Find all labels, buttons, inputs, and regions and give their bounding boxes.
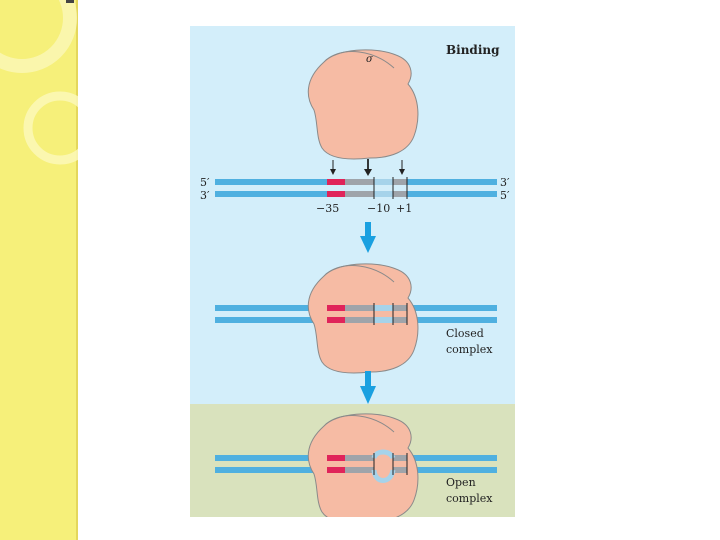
- dna-duplex-binding: [215, 177, 497, 199]
- strand-end-top-left: 5′: [200, 176, 210, 189]
- promoter-regions-open: [327, 449, 408, 483]
- promoter-regions-closed: [327, 303, 408, 325]
- region-minus35: [327, 191, 345, 197]
- unwound-top-strand: [371, 449, 396, 460]
- figure-svg: Binding σ: [190, 26, 515, 517]
- sidebar-decoration: [0, 0, 78, 540]
- open-complex-label-line2: complex: [446, 492, 493, 505]
- closed-complex-label-line1: Closed: [446, 327, 484, 340]
- strand-end-bottom-right: 5′: [500, 189, 510, 202]
- sidebar-background: [0, 0, 78, 540]
- position-minus35: −35: [316, 202, 339, 215]
- slide-sidebar: [0, 0, 78, 540]
- region-start: [393, 191, 407, 197]
- sigma-polymerase-free: [307, 49, 419, 160]
- position-plus1: +1: [396, 202, 412, 215]
- open-complex-label-line1: Open: [446, 476, 476, 489]
- sidebar-mark: [66, 0, 74, 3]
- strand-end-top-right: 3′: [500, 176, 510, 189]
- polymerase-closed-complex: [307, 263, 419, 374]
- strand-end-bottom-left: 3′: [200, 189, 210, 202]
- position-minus10: −10: [367, 202, 390, 215]
- sidebar-ring-top: [0, 0, 77, 73]
- region-minus10: [374, 191, 393, 197]
- sidebar-edge: [76, 0, 78, 540]
- transcription-initiation-figure: Binding σ: [190, 26, 515, 517]
- transition-arrow-2: [360, 371, 376, 404]
- transition-arrow-1: [360, 222, 376, 253]
- panel-title-binding: Binding: [446, 43, 500, 57]
- closed-complex-label-line2: complex: [446, 343, 493, 356]
- unwound-bottom-strand: [371, 469, 396, 483]
- polymerase-open-complex: [307, 413, 419, 517]
- binding-arrows: [330, 159, 405, 176]
- region-spacer: [345, 191, 374, 197]
- sigma-label: σ: [366, 54, 374, 65]
- sidebar-ring-middle: [23, 91, 78, 165]
